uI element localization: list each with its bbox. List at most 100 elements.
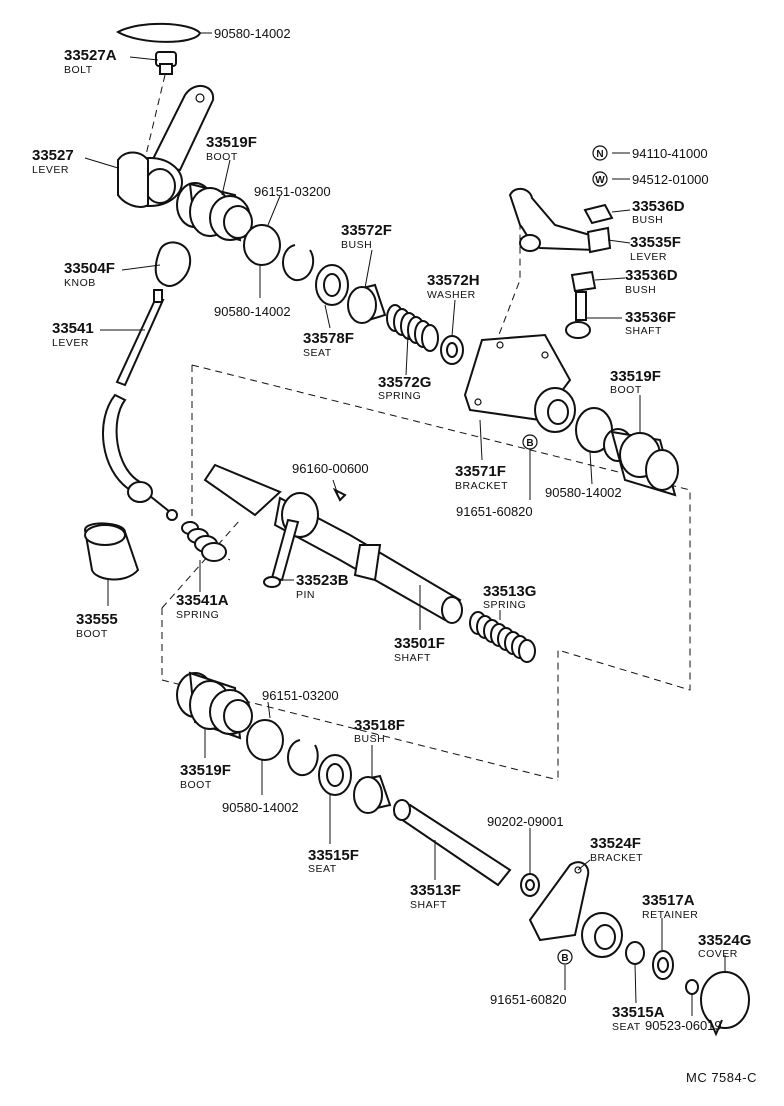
label-96151-top: 96151-03200	[254, 184, 331, 199]
o-ring-90580-bottom	[246, 719, 284, 761]
label-33524G: 33524G COVER	[698, 932, 751, 960]
svg-text:B: B	[561, 953, 568, 964]
svg-text:N: N	[596, 149, 603, 160]
label-33515F: 33515F SEAT	[308, 847, 359, 875]
svg-text:LEVER: LEVER	[52, 337, 89, 349]
svg-text:33519F: 33519F	[206, 134, 257, 151]
svg-text:SPRING: SPRING	[378, 390, 421, 402]
svg-text:BUSH: BUSH	[341, 239, 372, 251]
svg-text:33527: 33527	[32, 147, 74, 164]
svg-text:33524F: 33524F	[590, 835, 641, 852]
diagram-code: MC 7584-C	[686, 1070, 757, 1085]
svg-text:33515F: 33515F	[308, 847, 359, 864]
label-33513G: 33513G SPRING	[483, 583, 536, 611]
boot-33555	[83, 522, 140, 581]
svg-text:33501F: 33501F	[394, 635, 445, 652]
svg-text:WASHER: WASHER	[427, 289, 476, 301]
svg-text:BRACKET: BRACKET	[590, 852, 643, 864]
svg-text:33572G: 33572G	[378, 374, 431, 391]
svg-text:90580-14002: 90580-14002	[545, 485, 622, 500]
shaft-33501F	[203, 463, 463, 624]
svg-text:33555: 33555	[76, 611, 118, 628]
label-33527: 33527 LEVER	[32, 147, 74, 176]
seat-33515F	[318, 754, 352, 796]
svg-text:LEVER: LEVER	[630, 251, 667, 263]
retainer-33517A	[652, 950, 674, 980]
symbol-b-marker-bottom: B	[557, 949, 573, 965]
svg-text:RETAINER: RETAINER	[642, 909, 698, 921]
svg-text:SHAFT: SHAFT	[625, 325, 662, 337]
svg-text:90523-06019: 90523-06019	[645, 1018, 722, 1033]
svg-text:33524G: 33524G	[698, 932, 751, 949]
lever-33527	[117, 85, 215, 208]
label-96160: 96160-00600	[292, 461, 369, 476]
label-33513F: 33513F SHAFT	[410, 882, 461, 911]
label-33501F: 33501F SHAFT	[394, 635, 445, 664]
svg-text:BOOT: BOOT	[76, 628, 108, 640]
label-33555: 33555 BOOT	[76, 611, 118, 640]
symbol-n-marker: N	[592, 145, 608, 161]
svg-text:BUSH: BUSH	[354, 733, 385, 745]
bracket-33524F	[528, 861, 623, 958]
svg-text:94110-41000: 94110-41000	[632, 146, 708, 161]
spring-33541A	[181, 521, 227, 562]
boot-33519F-top	[176, 182, 253, 242]
label-33572F: 33572F BUSH	[341, 222, 392, 251]
svg-text:33572H: 33572H	[427, 272, 480, 289]
label-33524F: 33524F BRACKET	[590, 835, 643, 864]
label-33504F: 33504F KNOB	[64, 260, 115, 289]
symbol-b-marker-top: B	[522, 434, 538, 450]
svg-text:90580-14002: 90580-14002	[222, 800, 299, 815]
label-33536F: 33536F SHAFT	[625, 309, 676, 337]
svg-text:33519F: 33519F	[610, 368, 661, 385]
label-90580-mid: 90580-14002	[214, 304, 291, 319]
svg-text:BUSH: BUSH	[625, 284, 656, 296]
bush-33572F	[347, 283, 387, 324]
svg-text:33536D: 33536D	[632, 198, 685, 215]
label-33527A: 33527A BOLT	[64, 47, 117, 76]
svg-text:W: W	[595, 175, 605, 186]
svg-text:33515A: 33515A	[612, 1004, 665, 1021]
label-33523B: 33523B PIN	[296, 572, 349, 601]
svg-text:33572F: 33572F	[341, 222, 392, 239]
svg-text:96151-03200: 96151-03200	[254, 184, 331, 199]
svg-text:33519F: 33519F	[180, 762, 231, 779]
o-ring-90580-top	[115, 22, 202, 43]
label-90580-top: 90580-14002	[214, 26, 291, 41]
label-90580-bottom: 90580-14002	[222, 800, 299, 815]
svg-text:33536D: 33536D	[625, 267, 678, 284]
svg-text:BUSH: BUSH	[632, 214, 663, 226]
label-94512: 94512-01000	[632, 172, 709, 187]
seat-33578F	[315, 264, 349, 306]
svg-text:33513G: 33513G	[483, 583, 536, 600]
shaft-33536F	[565, 291, 591, 339]
spring-33572G	[386, 304, 439, 352]
svg-text:33535F: 33535F	[630, 234, 681, 251]
svg-text:94512-01000: 94512-01000	[632, 172, 709, 187]
svg-text:B: B	[526, 438, 533, 449]
pin-33523B	[263, 518, 300, 588]
label-33536D-top: 33536D BUSH	[632, 198, 685, 226]
svg-text:BRACKET: BRACKET	[455, 480, 508, 492]
label-33519F-top: 33519F BOOT	[206, 134, 257, 163]
bolt-90523	[685, 979, 699, 995]
label-33515A: 33515A SEAT	[612, 1004, 665, 1033]
svg-text:33504F: 33504F	[64, 260, 115, 277]
svg-text:90580-14002: 90580-14002	[214, 26, 291, 41]
svg-text:SHAFT: SHAFT	[394, 652, 431, 664]
washer-33572H	[440, 335, 464, 365]
svg-text:SEAT: SEAT	[308, 863, 337, 875]
o-ring-top-mid	[243, 224, 281, 266]
label-33517A: 33517A RETAINER	[642, 892, 698, 921]
svg-text:33518F: 33518F	[354, 717, 405, 734]
label-33518F: 33518F BUSH	[354, 717, 405, 745]
lever-33541	[102, 289, 178, 521]
bolt-33527A	[155, 51, 177, 75]
svg-text:LEVER: LEVER	[32, 164, 69, 176]
label-91651-bottom: 91651-60820	[490, 992, 567, 1007]
label-33536D-mid: 33536D BUSH	[625, 267, 678, 296]
label-96151-bottom: 96151-03200	[262, 688, 339, 703]
svg-text:91651-60820: 91651-60820	[456, 504, 533, 519]
snap-ring-96151-top	[282, 244, 315, 282]
boot-33519F-bottom	[176, 671, 253, 740]
